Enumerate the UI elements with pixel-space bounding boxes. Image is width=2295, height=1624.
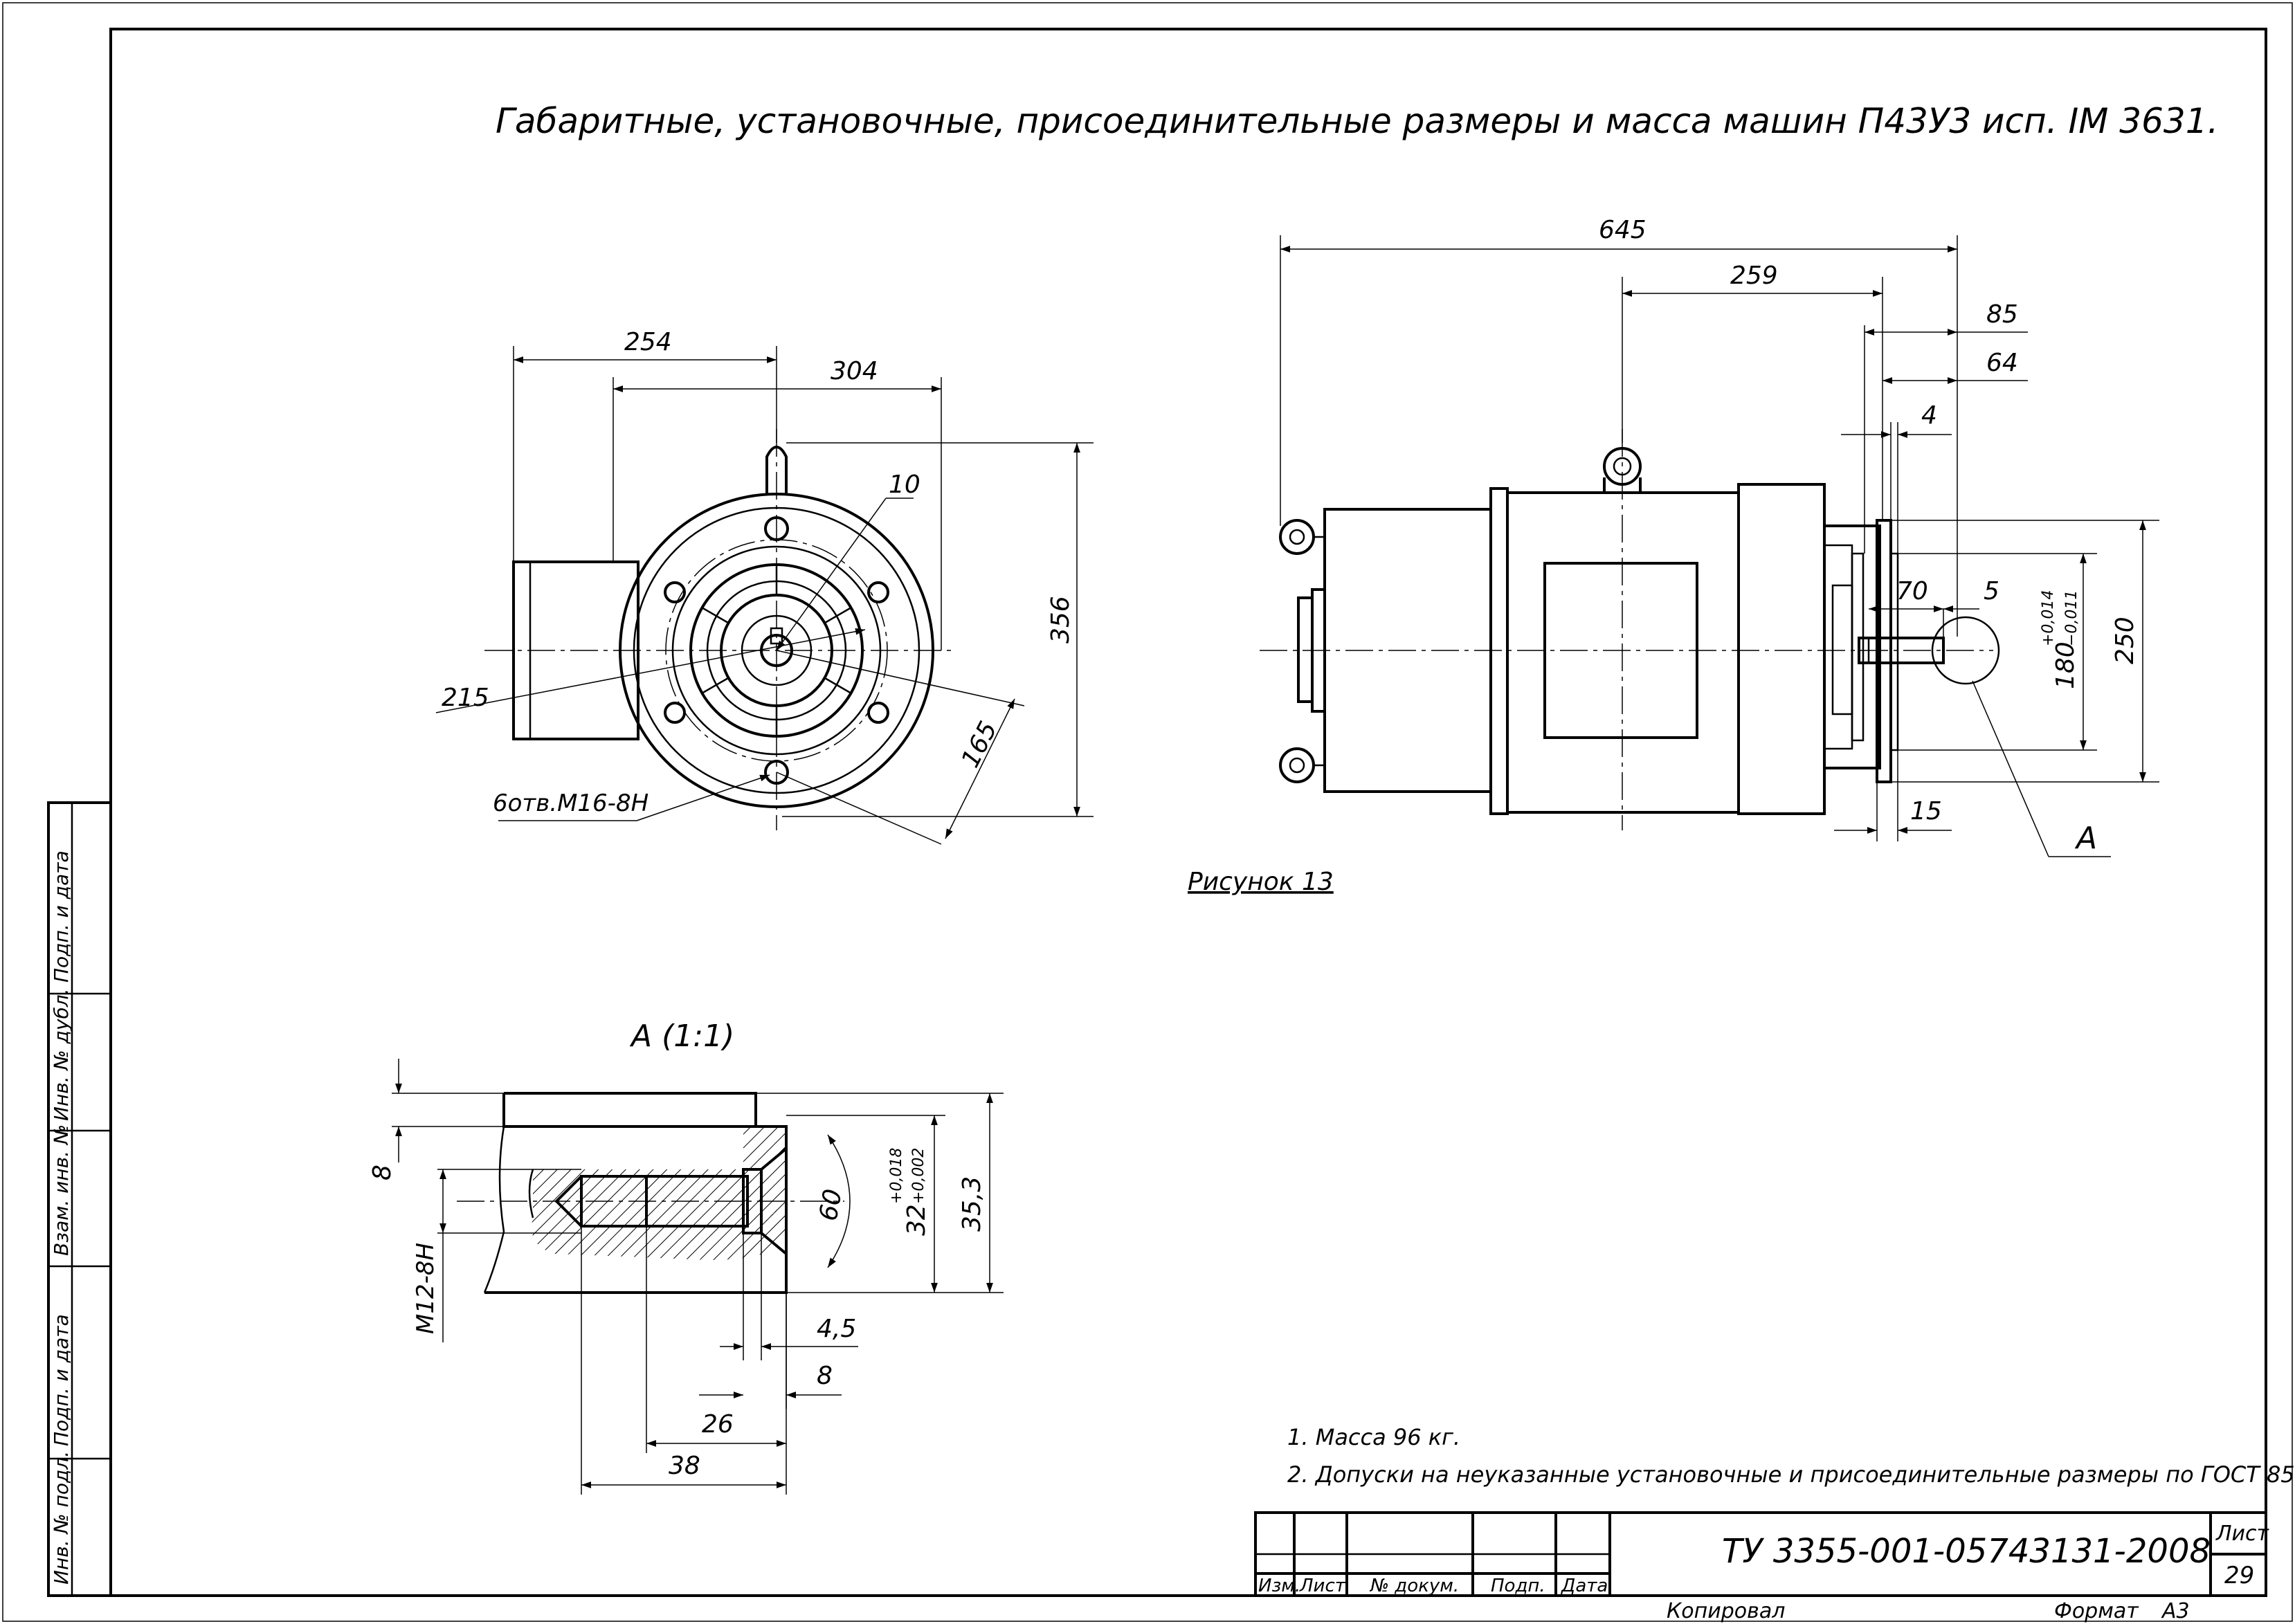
tb-sheet-number: 29 xyxy=(2224,1562,2254,1589)
dim-32: 32 xyxy=(902,1204,931,1236)
detail-a xyxy=(457,1092,844,1294)
dim-356: 356 xyxy=(1046,596,1075,644)
front-view-dims: 254 304 10 356 215 165 6отв.М16-8Н xyxy=(435,328,1094,845)
dim-250: 250 xyxy=(2111,617,2139,664)
tb-col-izm: Изм. xyxy=(1258,1576,1300,1596)
dim-32-tol-up: +0,018 xyxy=(888,1148,905,1204)
dim-m12: М12-8Н xyxy=(412,1243,439,1334)
dim-254: 254 xyxy=(624,328,672,356)
stamp-vzam-inv: Взам. инв. № xyxy=(50,1124,73,1256)
dim-15: 15 xyxy=(1910,797,1942,825)
tb-col-list: Лист xyxy=(1299,1576,1346,1596)
dim-8: 8 xyxy=(368,1165,397,1180)
side-stamp: Инв. № подл. Подп. и дата Взам. инв. № И… xyxy=(47,801,112,1597)
dim-165: 165 xyxy=(956,717,1003,772)
tb-sheet-label: Лист xyxy=(2215,1522,2270,1546)
dim-10: 10 xyxy=(889,471,920,499)
front-view xyxy=(484,429,955,830)
stamp-podp-data-1: Подп. и дата xyxy=(50,1314,73,1446)
tb-doc-number: ТУ 3355-001-05743131-2008 xyxy=(1722,1532,2211,1571)
title-block: Изм. Лист № докум. Подп. Дата ТУ 3355-00… xyxy=(1254,1511,2270,1623)
detail-a-dims: 8 М12-8Н 60 32 +0,018 +0,002 35,3 4,5 8 … xyxy=(368,1059,1004,1495)
view-mark-a: А xyxy=(2074,821,2097,856)
dim-60: 60 xyxy=(814,1187,847,1223)
dim-180-tol-dn: −0,011 xyxy=(2063,590,2080,646)
dim-64: 64 xyxy=(1986,349,2018,377)
figure-caption: Рисунок 13 xyxy=(1188,868,1334,896)
dim-180: 180 xyxy=(2051,641,2080,689)
note-2: 2. Допуски на неуказанные установочные и… xyxy=(1287,1461,2295,1488)
dim-259: 259 xyxy=(1730,262,1778,290)
dim-5: 5 xyxy=(1984,577,1999,605)
dim-32-tol-dn: +0,002 xyxy=(910,1148,927,1204)
dim-4: 4 xyxy=(1921,401,1937,430)
dim-8b: 8 xyxy=(817,1362,833,1390)
dim-26: 26 xyxy=(702,1410,734,1439)
dim-85: 85 xyxy=(1986,300,2018,329)
stamp-inv-podl: Инв. № подл. xyxy=(50,1451,73,1585)
dim-holes: 6отв.М16-8Н xyxy=(493,790,648,817)
note-1: 1. Масса 96 кг. xyxy=(1287,1424,1460,1450)
tb-col-podp: Подп. xyxy=(1491,1576,1545,1596)
side-view xyxy=(1260,429,2000,830)
dim-180-tol-up: +0,014 xyxy=(2040,590,2057,646)
tb-format-value: А3 xyxy=(2161,1599,2190,1623)
dim-70: 70 xyxy=(1896,577,1928,605)
detail-title: А (1:1) xyxy=(629,1019,734,1054)
side-view-dims: 645 259 85 64 4 70 5 180 +0,014 −0,011 2… xyxy=(1280,216,2159,857)
stamp-podp-data-2: Подп. и дата xyxy=(50,850,73,983)
dim-215: 215 xyxy=(442,684,489,712)
tb-col-data: Дата xyxy=(1561,1576,1608,1596)
dim-304: 304 xyxy=(831,357,878,385)
stamp-inv-dubl: Инв. № дубл. xyxy=(50,988,73,1121)
dim-38: 38 xyxy=(669,1452,700,1480)
tb-format-label: Формат xyxy=(2054,1599,2139,1623)
tb-copied: Копировал xyxy=(1667,1599,1785,1623)
drawing-title: Габаритные, установочные, присоединитель… xyxy=(496,101,2218,141)
dim-645: 645 xyxy=(1599,216,1647,244)
dim-4-5: 4,5 xyxy=(817,1315,856,1343)
dim-35-3: 35,3 xyxy=(958,1176,986,1232)
tb-col-doc: № докум. xyxy=(1369,1576,1459,1596)
